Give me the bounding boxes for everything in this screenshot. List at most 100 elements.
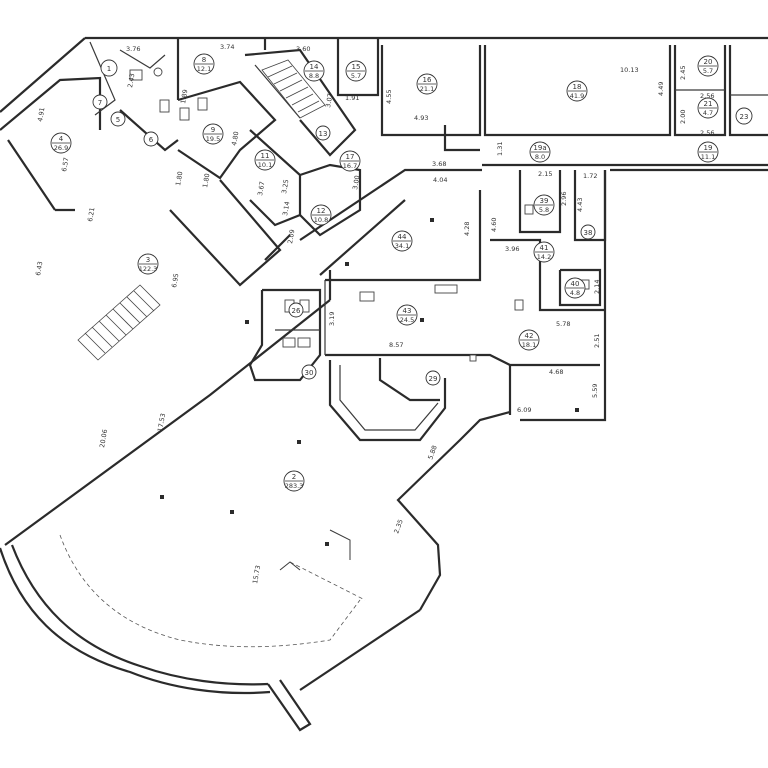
dimension-label: 4.49	[657, 82, 665, 96]
stage-outline	[59, 534, 361, 648]
dimension-label: 5.59	[591, 384, 599, 398]
dimension-label: 2.96	[560, 192, 568, 206]
svg-text:122.3: 122.3	[139, 265, 158, 273]
svg-text:21.1: 21.1	[420, 85, 434, 93]
room-tag-26: 26	[288, 302, 304, 318]
svg-text:5.8: 5.8	[539, 206, 549, 214]
dimension-label: 5.88	[426, 444, 438, 460]
svg-text:3: 3	[146, 256, 150, 264]
svg-text:1: 1	[107, 65, 111, 73]
svg-text:5.7: 5.7	[703, 67, 713, 75]
svg-text:13: 13	[319, 130, 328, 138]
dimension-label: 2.15	[538, 170, 552, 178]
dimension-label: 2.45	[679, 66, 687, 80]
room-tag-5: 5	[110, 111, 126, 127]
svg-text:20: 20	[704, 58, 713, 66]
svg-text:30: 30	[305, 369, 314, 377]
svg-text:4: 4	[59, 135, 64, 143]
dimension-label: 3.25	[280, 179, 290, 195]
dimension-label: 4.55	[385, 90, 393, 104]
dimension-label: 20.06	[98, 429, 109, 449]
svg-text:6: 6	[149, 136, 154, 144]
svg-text:10.1: 10.1	[258, 161, 272, 169]
dimension-label: 2.09	[286, 229, 296, 245]
svg-text:41.9: 41.9	[570, 92, 584, 100]
dimension-label: 2.00	[679, 110, 687, 124]
dimension-label: 1.91	[345, 94, 359, 102]
dimension-label: 6.57	[60, 157, 70, 173]
dimension-label: 15.73	[251, 565, 262, 585]
room-tag-29: 29	[425, 370, 441, 386]
dimension-label: 2.56	[700, 129, 714, 137]
room-tag-4: 426.9	[50, 132, 72, 154]
room-tag-39: 395.8	[533, 194, 555, 216]
dimension-label: 3.68	[432, 160, 446, 168]
stair-upper	[261, 59, 326, 119]
room-tag-6: 6	[143, 131, 159, 147]
dimension-labels: 3.76 3.74 3.60 2.43 4.91 6.57 6.21 6.43 …	[34, 43, 714, 584]
svg-text:41: 41	[540, 244, 549, 252]
svg-text:19a: 19a	[533, 144, 546, 152]
svg-text:283.3: 283.3	[285, 482, 304, 490]
dimension-label: 2.51	[593, 334, 601, 348]
dimension-label: 3.14	[281, 201, 291, 217]
room-tag-15: 155.7	[345, 60, 367, 82]
dimension-label: 10.13	[620, 66, 639, 74]
dimension-label: 6.95	[170, 273, 180, 289]
room-tag-21: 214.7	[697, 97, 719, 119]
room-tag-38: 38	[580, 224, 596, 240]
dimension-label: 3.19	[328, 312, 336, 326]
dimension-label: 2.35	[392, 518, 404, 534]
balcony	[267, 679, 312, 732]
dimension-label: 4.60	[490, 218, 498, 232]
dimension-label: 3.60	[296, 45, 310, 53]
svg-text:14.2: 14.2	[537, 253, 551, 261]
svg-text:9: 9	[211, 126, 215, 134]
svg-text:8: 8	[202, 56, 206, 64]
dimension-label: 6.09	[517, 406, 531, 414]
svg-text:10.8: 10.8	[314, 216, 328, 224]
svg-text:19: 19	[704, 144, 713, 152]
dimension-label: 3.67	[256, 181, 266, 197]
dimension-label: 4.80	[230, 131, 240, 147]
room-tag-13: 13	[315, 125, 331, 141]
dimension-label: 6.21	[86, 207, 96, 223]
room-tag-40: 404.8	[564, 277, 586, 299]
svg-text:19.5: 19.5	[206, 135, 220, 143]
room-tag-7: 7	[92, 94, 108, 110]
room-tag-8: 812.1	[193, 53, 215, 75]
svg-text:17: 17	[346, 153, 355, 161]
dimension-label: 4.04	[433, 176, 447, 184]
svg-text:18.1: 18.1	[522, 341, 536, 349]
dimension-label: 1.31	[496, 142, 504, 156]
dimension-label: 5.78	[556, 320, 570, 328]
dimension-label: 4.91	[36, 107, 46, 123]
svg-text:44: 44	[398, 233, 407, 241]
svg-text:5: 5	[116, 116, 120, 124]
svg-text:15: 15	[352, 63, 361, 71]
outer-walls	[0, 36, 768, 695]
svg-text:5.7: 5.7	[351, 72, 361, 80]
svg-text:8.0: 8.0	[535, 153, 545, 161]
svg-text:11: 11	[261, 152, 270, 160]
dimension-label: 1.80	[174, 171, 184, 187]
svg-text:42: 42	[525, 332, 534, 340]
svg-text:7: 7	[98, 99, 102, 107]
svg-text:2: 2	[292, 473, 296, 481]
dimension-label: 1.80	[201, 173, 211, 189]
svg-text:21: 21	[704, 100, 713, 108]
svg-text:8.8: 8.8	[309, 72, 319, 80]
svg-text:16.7: 16.7	[343, 162, 357, 170]
svg-text:14: 14	[310, 63, 319, 71]
